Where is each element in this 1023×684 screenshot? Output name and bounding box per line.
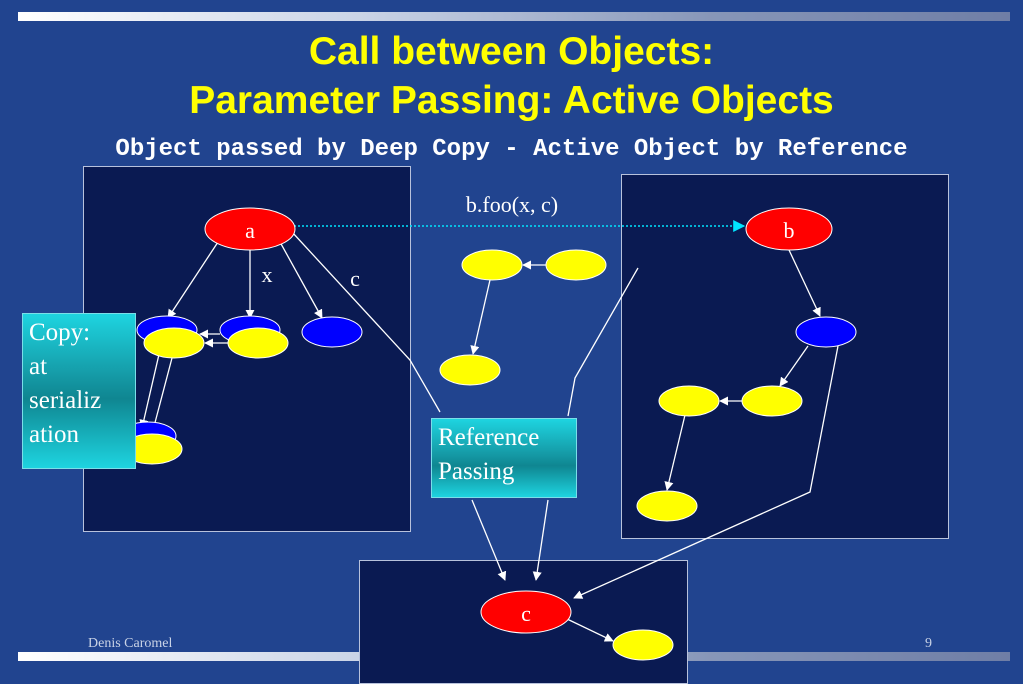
- slide-title-line-1: Call between Objects:: [308, 30, 715, 73]
- ref-callout-line-1: Reference: [438, 424, 540, 451]
- callee-yellow-3: [636, 490, 698, 522]
- edge-ref-to-c-1: [471, 499, 507, 581]
- edge-mid-down: [470, 279, 491, 355]
- edge-right-to-ref: [567, 267, 639, 417]
- reference-passing-callout: Reference Passing: [431, 418, 577, 498]
- edge-right-down: [664, 414, 686, 491]
- slide-title-line-2: Parameter Passing: Active Objects: [189, 79, 834, 122]
- param-yellow-2: [545, 249, 607, 281]
- edge-c-to-yellow: [564, 617, 614, 642]
- label-node-b: b: [784, 218, 795, 243]
- edge-ref-to-c-2: [532, 499, 549, 581]
- callee-yellow-2: [741, 385, 803, 417]
- edge-blue-to-yellow: [779, 345, 809, 387]
- copy-callout-line-1: Copy:: [29, 319, 91, 346]
- label-node-a: a: [245, 218, 255, 243]
- edge-copy-down-1: [139, 349, 161, 429]
- param-yellow-1: [461, 249, 523, 281]
- copy-callout-line-2: at: [29, 353, 48, 380]
- copy-yellow-1: [143, 327, 205, 359]
- top-decor-bar: [18, 12, 1010, 21]
- label-node-c: c: [521, 601, 531, 626]
- ref-callout-line-2: Passing: [438, 458, 515, 485]
- edge-a-to-left-blue: [167, 241, 219, 319]
- c-yellow: [612, 629, 674, 661]
- edge-copy-down-2: [149, 357, 173, 435]
- footer-page-number: 9: [925, 636, 932, 651]
- copy-yellow-2: [227, 327, 289, 359]
- node-b-active: [745, 207, 833, 251]
- passive-blue-c: [301, 316, 363, 348]
- copy-callout-line-4: ation: [29, 421, 79, 448]
- node-c-active: [480, 590, 572, 634]
- node-a-active: [204, 207, 296, 251]
- footer-author: Denis Caromel: [88, 636, 173, 651]
- copy-serialization-callout: Copy: at serializ ation: [22, 313, 136, 469]
- edge-a-to-right-blue: [279, 241, 323, 319]
- edge-a-c-reference: [291, 231, 441, 413]
- label-edge-c: c: [350, 266, 360, 291]
- slide-subtitle: Object passed by Deep Copy - Active Obje…: [115, 136, 908, 163]
- passive-blue-b: [795, 316, 857, 348]
- label-edge-x: x: [262, 262, 273, 287]
- param-yellow-3: [439, 354, 501, 386]
- call-label: b.foo(x, c): [466, 192, 558, 217]
- edge-b-to-blue: [788, 249, 821, 317]
- callee-yellow-1: [658, 385, 720, 417]
- edge-blue-to-c: [573, 345, 839, 599]
- copy-callout-line-3: serializ: [29, 387, 102, 414]
